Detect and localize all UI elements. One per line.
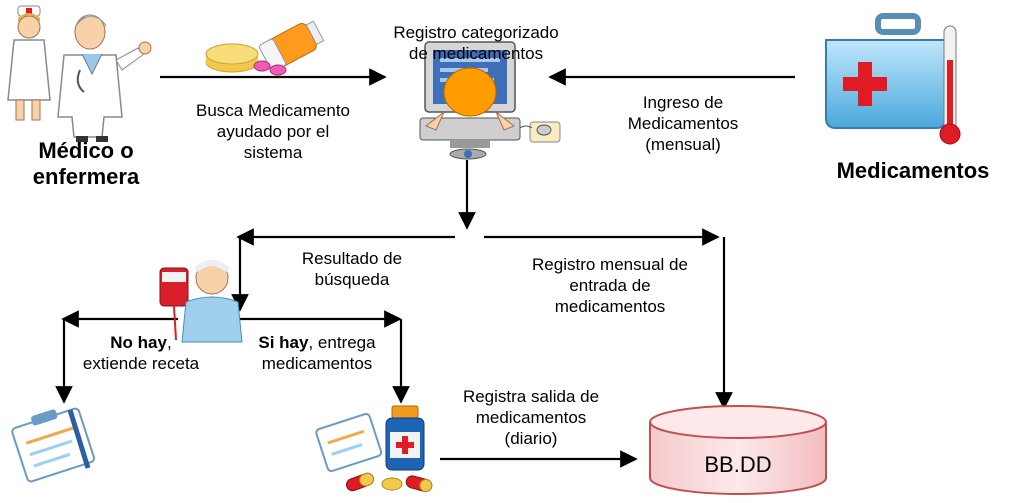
system-label: Registro categorizado de medicamentos bbox=[360, 22, 592, 64]
arrows bbox=[55, 68, 795, 468]
medicine-bottle-icon bbox=[315, 405, 433, 493]
flow-result-label: Resultado de búsqueda bbox=[272, 248, 432, 290]
actor-supplier-label: Medicamentos bbox=[836, 158, 990, 183]
flow-search-line3: sistema bbox=[243, 143, 303, 162]
actor-doctor-label: Médico o enfermera bbox=[6, 138, 166, 190]
flow-outflow-line1: Registra salida de bbox=[462, 387, 600, 406]
doctor-nurse-icon bbox=[7, 5, 152, 142]
flow-no-stock-line1: No hay, bbox=[56, 332, 226, 353]
flow-in-stock-line2: medicamentos bbox=[261, 354, 373, 373]
database-icon bbox=[649, 405, 827, 495]
database-label: BB.DD bbox=[704, 452, 772, 477]
flow-search-line1: Busca Medicamento bbox=[195, 101, 351, 120]
flow-no-stock-line2: extiende receta bbox=[82, 354, 200, 373]
actor-doctor-line2: enfermera bbox=[32, 164, 140, 189]
system-label-line1: Registro categorizado bbox=[393, 23, 559, 42]
flow-outflow-line2: medicamentos bbox=[475, 408, 587, 427]
flow-in-stock-bold: Si hay bbox=[258, 333, 309, 352]
system-label-line2: de medicamentos bbox=[408, 44, 544, 63]
flow-monthly-label: Registro mensual de entrada de medicamen… bbox=[500, 254, 720, 317]
prescription-clipboard-icon bbox=[11, 407, 96, 483]
computer-user-icon bbox=[419, 41, 561, 160]
flow-in-stock-line1: Si hay, entrega bbox=[232, 332, 402, 353]
flow-no-stock-bold: No hay bbox=[110, 333, 167, 352]
flow-intake-line2: Medicamentos bbox=[627, 114, 739, 133]
flow-intake-line1: Ingreso de bbox=[642, 93, 724, 112]
flow-monthly-line2: entrada de bbox=[569, 276, 651, 295]
flow-no-stock-rest: , bbox=[166, 333, 172, 352]
flow-in-stock-label: Si hay, entrega medicamentos bbox=[232, 332, 402, 374]
flow-intake-label: Ingreso de Medicamentos (mensual) bbox=[598, 92, 768, 155]
first-aid-kit-icon bbox=[825, 13, 961, 145]
flow-search-label: Busca Medicamento ayudado por el sistema bbox=[168, 100, 378, 163]
patient-icon bbox=[159, 260, 243, 343]
flow-search-line2: ayudado por el bbox=[216, 122, 330, 141]
flow-result-line2: búsqueda bbox=[314, 270, 390, 289]
actor-doctor-line1: Médico o bbox=[38, 138, 134, 163]
flow-in-stock-rest: , entrega bbox=[308, 333, 376, 352]
flow-monthly-line3: medicamentos bbox=[554, 297, 666, 316]
flow-no-stock-label: No hay, extiende receta bbox=[56, 332, 226, 374]
flow-monthly-line1: Registro mensual de bbox=[532, 255, 688, 274]
flow-outflow-line3: (diario) bbox=[504, 429, 558, 448]
pills-icon bbox=[205, 20, 325, 76]
flow-intake-line3: (mensual) bbox=[645, 135, 721, 154]
flow-outflow-label: Registra salida de medicamentos (diario) bbox=[436, 386, 626, 449]
flow-result-line1: Resultado de bbox=[301, 249, 403, 268]
